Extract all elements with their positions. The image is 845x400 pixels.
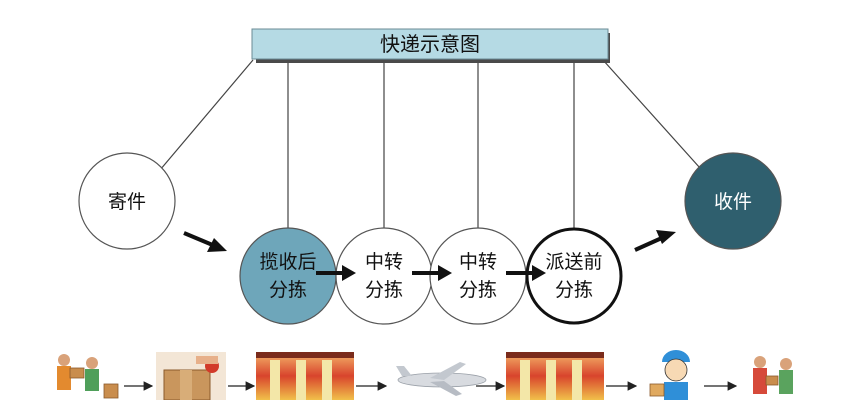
node-receive: 收件 (684, 152, 782, 250)
node-send-label: 寄件 (108, 191, 146, 213)
diagram-title: 快递示意图 (380, 32, 480, 56)
title-bar: 快递示意图 (251, 28, 610, 63)
node-pickup-line1: 揽收后 (259, 251, 316, 273)
node-transfer1-line2: 分拣 (365, 279, 403, 301)
node-transfer2: 中转 分拣 (429, 227, 527, 325)
node-pickup-line2: 分拣 (269, 279, 307, 301)
photo-strip (44, 350, 806, 400)
node-predelivery-line2: 分拣 (555, 279, 593, 301)
node-receive-label: 收件 (714, 191, 752, 213)
node-predelivery-line1: 派送前 (545, 251, 602, 273)
node-pickup: 揽收后 分拣 (239, 227, 337, 325)
connector-send (159, 59, 254, 171)
node-transfer2-line2: 分拣 (459, 279, 497, 301)
arrow-transfer2-to-predelivery (506, 265, 546, 281)
node-predelivery: 派送前 分拣 (525, 227, 623, 325)
connector-receive (602, 59, 701, 169)
node-transfer1-line1: 中转 (365, 251, 403, 273)
arrow-predelivery-to-receive (634, 230, 676, 252)
sorting-center-icon (256, 352, 354, 400)
title-bar-fill (251, 28, 609, 60)
arrow-pickup-to-transfer1 (316, 265, 356, 281)
connector-lines (159, 59, 701, 228)
courier-handing-package-icon (44, 352, 122, 400)
node-transfer2-line1: 中转 (459, 251, 497, 273)
arrow-send-to-pickup (183, 231, 227, 252)
node-send: 寄件 (78, 152, 176, 250)
sorting-center-icon (506, 352, 604, 400)
arrow-transfer1-to-transfer2 (412, 265, 452, 281)
package-taping-icon (156, 352, 226, 400)
delivery-courier-icon (640, 350, 700, 400)
recipient-package-icon (742, 352, 806, 400)
cargo-airplane-icon (388, 352, 498, 400)
